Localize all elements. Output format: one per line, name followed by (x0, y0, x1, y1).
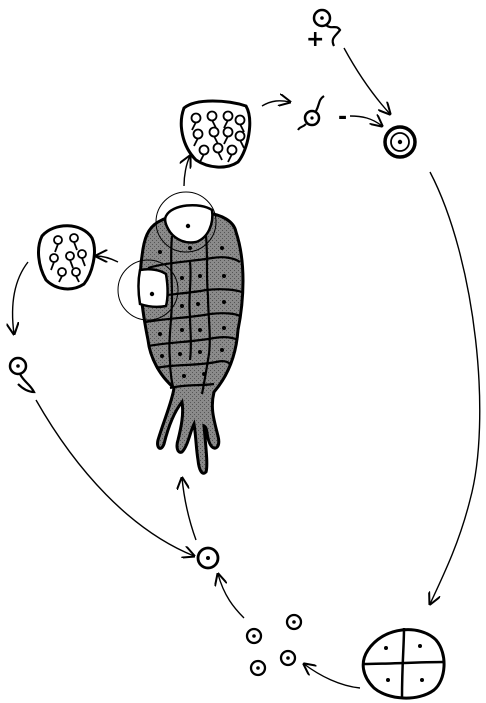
minus-sign: - (338, 105, 347, 130)
dispersed-cell (247, 629, 261, 643)
zygote (385, 127, 415, 157)
sperm-minus (298, 96, 324, 130)
plus-sign: + (306, 27, 324, 52)
arrow-colony-to-egg-packet (96, 256, 118, 262)
arrow-sperm-minus-to-zygote (350, 116, 382, 126)
dispersed-cell (281, 651, 295, 665)
egg-cell (10, 358, 34, 392)
arrow-young-to-colony (182, 478, 196, 540)
egg-packet (39, 226, 95, 289)
arrow-four-cell-to-dispersed (304, 664, 360, 688)
four-cell-embryo (363, 628, 444, 698)
sperm-packet (181, 101, 249, 167)
reproductive-cell-top (156, 192, 216, 252)
arrow-zygote-to-four-cell (430, 172, 480, 604)
dispersed-cell (287, 615, 301, 629)
arrow-sperm-plus-to-zygote (344, 48, 390, 114)
arrow-colony-to-sperm-packet (184, 156, 190, 186)
arrow-egg-packet-to-egg (13, 262, 28, 334)
young-cell (198, 548, 218, 568)
arrow-sperm-packet-to-sperm (262, 101, 290, 106)
arrow-dispersed-to-young (218, 574, 244, 618)
dispersed-cells (247, 615, 301, 675)
dispersed-cell (251, 661, 265, 675)
